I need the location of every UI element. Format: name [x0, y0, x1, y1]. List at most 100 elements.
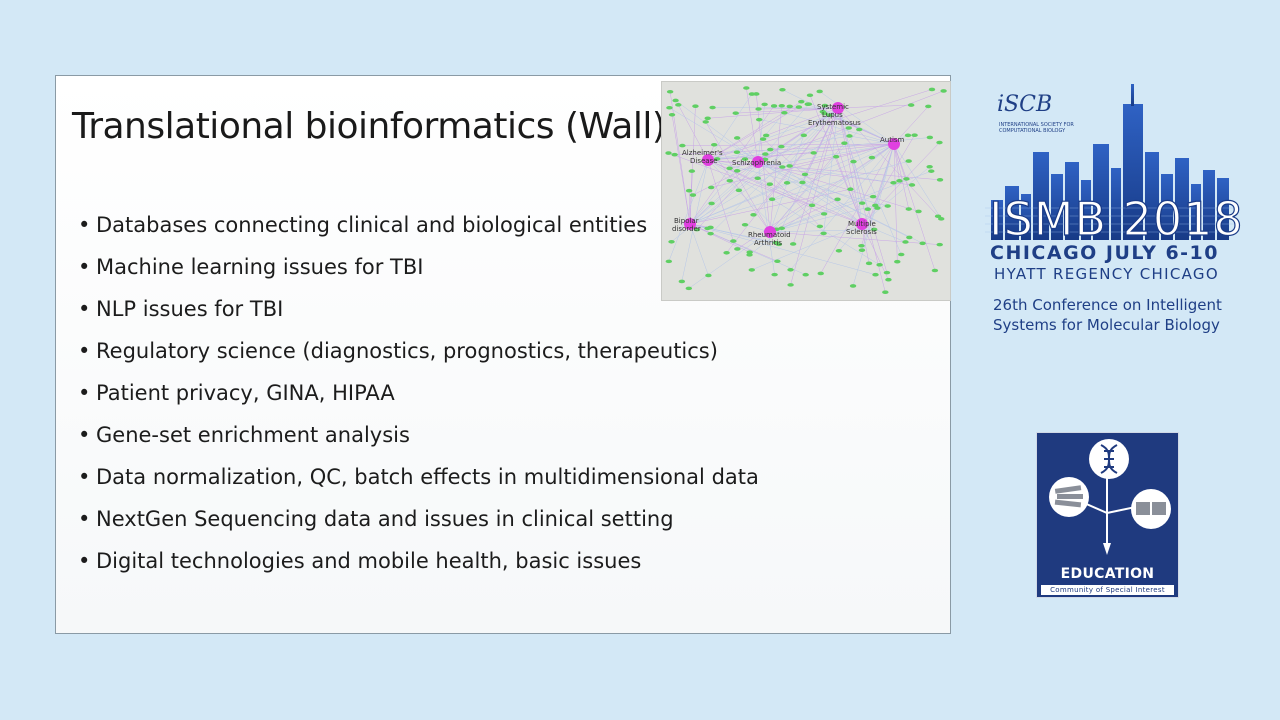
- gene-node: [835, 248, 843, 253]
- gene-node: [778, 103, 785, 108]
- network-edge: [757, 161, 775, 275]
- gene-node: [925, 104, 932, 109]
- bullet-item: •Data normalization, QC, batch effects i…: [78, 462, 759, 504]
- gene-node: [666, 105, 673, 110]
- network-edge: [675, 100, 759, 163]
- bullet-item: •Patient privacy, GINA, HIPAA: [78, 378, 759, 420]
- bullet-item: •NextGen Sequencing data and issues in c…: [78, 504, 759, 546]
- bullet-text: Digital technologies and mobile health, …: [96, 549, 642, 573]
- network-edge: [689, 223, 777, 243]
- network-edge: [769, 170, 932, 233]
- network-edge: [689, 223, 750, 253]
- network-edge: [689, 127, 849, 225]
- network-edge: [861, 143, 895, 246]
- network-edge: [689, 105, 775, 225]
- ismb-conference-line: Systems for Molecular Biology: [993, 316, 1220, 334]
- gene-node: [761, 102, 768, 107]
- gene-node: [802, 272, 809, 277]
- label-multiple-sclerosis: Sclerosis: [846, 228, 877, 236]
- gene-node: [714, 157, 721, 161]
- gene-node: [726, 178, 733, 183]
- gene-node: [754, 176, 761, 181]
- network-edge: [804, 107, 839, 175]
- gene-node: [940, 89, 947, 93]
- gene-node: [702, 120, 709, 124]
- gene-node: [894, 259, 901, 264]
- gene-node: [798, 99, 805, 104]
- label-bipolar: Bipolar: [674, 217, 699, 225]
- bullet-text: Patient privacy, GINA, HIPAA: [96, 381, 395, 405]
- gene-node: [832, 154, 840, 159]
- network-edge: [782, 166, 863, 225]
- bullet-list: •Databases connecting clinical and biolo…: [78, 210, 759, 588]
- network-edge: [893, 143, 936, 271]
- bullet-marker: •: [78, 213, 91, 237]
- gene-node: [774, 259, 781, 264]
- gene-node: [801, 172, 809, 177]
- gene-node: [726, 166, 733, 171]
- gene-node: [741, 222, 749, 227]
- gene-node: [678, 279, 686, 284]
- gene-node: [708, 201, 715, 206]
- gene-node: [868, 155, 876, 160]
- gene-node: [668, 112, 676, 117]
- network-edge: [837, 107, 939, 217]
- gene-node: [821, 111, 828, 116]
- network-edge: [671, 107, 839, 242]
- iscb-full-name: INTERNATIONAL SOCIETY FOR COMPUTATIONAL …: [999, 122, 1074, 134]
- bullet-item: •Databases connecting clinical and biolo…: [78, 210, 759, 252]
- bullet-item: •Digital technologies and mobile health,…: [78, 546, 759, 588]
- network-edge: [751, 223, 863, 271]
- bullet-item: •Machine learning issues for TBI: [78, 252, 759, 294]
- network-edge: [707, 135, 850, 161]
- gene-node: [741, 157, 749, 161]
- gene-node: [778, 226, 785, 231]
- network-edge: [790, 107, 839, 285]
- gene-node: [708, 185, 715, 190]
- network-edge: [782, 89, 895, 145]
- bullet-marker: •: [78, 381, 91, 405]
- network-edge: [764, 107, 839, 160]
- ismb-venue: HYATT REGENCY CHICAGO: [994, 265, 1219, 283]
- ismb-conference-name: 26th Conference on Intelligent Systems f…: [993, 295, 1222, 335]
- gene-node: [902, 240, 909, 244]
- gene-node: [864, 207, 872, 211]
- gene-node: [896, 179, 903, 183]
- label-autism: Autism: [880, 136, 905, 144]
- gene-node: [816, 224, 824, 229]
- network-edge: [707, 106, 799, 161]
- gene-node: [755, 107, 762, 111]
- gene-node: [711, 142, 718, 147]
- ismb-conference-line: 26th Conference on Intelligent: [993, 296, 1222, 314]
- gene-node: [771, 272, 778, 277]
- gene-node: [936, 140, 943, 145]
- gene-node: [810, 151, 817, 155]
- gene-node: [806, 93, 814, 98]
- gene-node: [800, 133, 808, 138]
- gene-node: [926, 135, 934, 140]
- gene-node: [795, 105, 803, 109]
- gene-node: [781, 110, 788, 115]
- network-edge: [809, 95, 863, 225]
- disease-node: [684, 218, 696, 230]
- bullet-item: •Regulatory science (diagnostics, progno…: [78, 336, 759, 378]
- gene-node: [808, 203, 816, 208]
- network-edge: [726, 107, 839, 253]
- gene-node: [859, 201, 866, 205]
- gene-node: [865, 261, 873, 266]
- gene-node: [787, 283, 794, 287]
- gene-node: [869, 194, 877, 199]
- label-sle: Erythematosus: [808, 119, 861, 127]
- network-edge: [769, 107, 839, 185]
- gene-node: [908, 183, 916, 187]
- network-edge: [769, 129, 860, 233]
- chicago-skyline-icon: [985, 84, 1235, 240]
- label-rheumatoid-arthritis: Arthritis: [754, 239, 782, 247]
- gene-node: [846, 134, 853, 138]
- gene-node: [666, 89, 674, 94]
- bullet-marker: •: [78, 339, 91, 363]
- network-edge: [861, 223, 906, 243]
- network-edge: [757, 161, 910, 238]
- gene-node: [883, 270, 891, 275]
- bullet-marker: •: [78, 507, 91, 531]
